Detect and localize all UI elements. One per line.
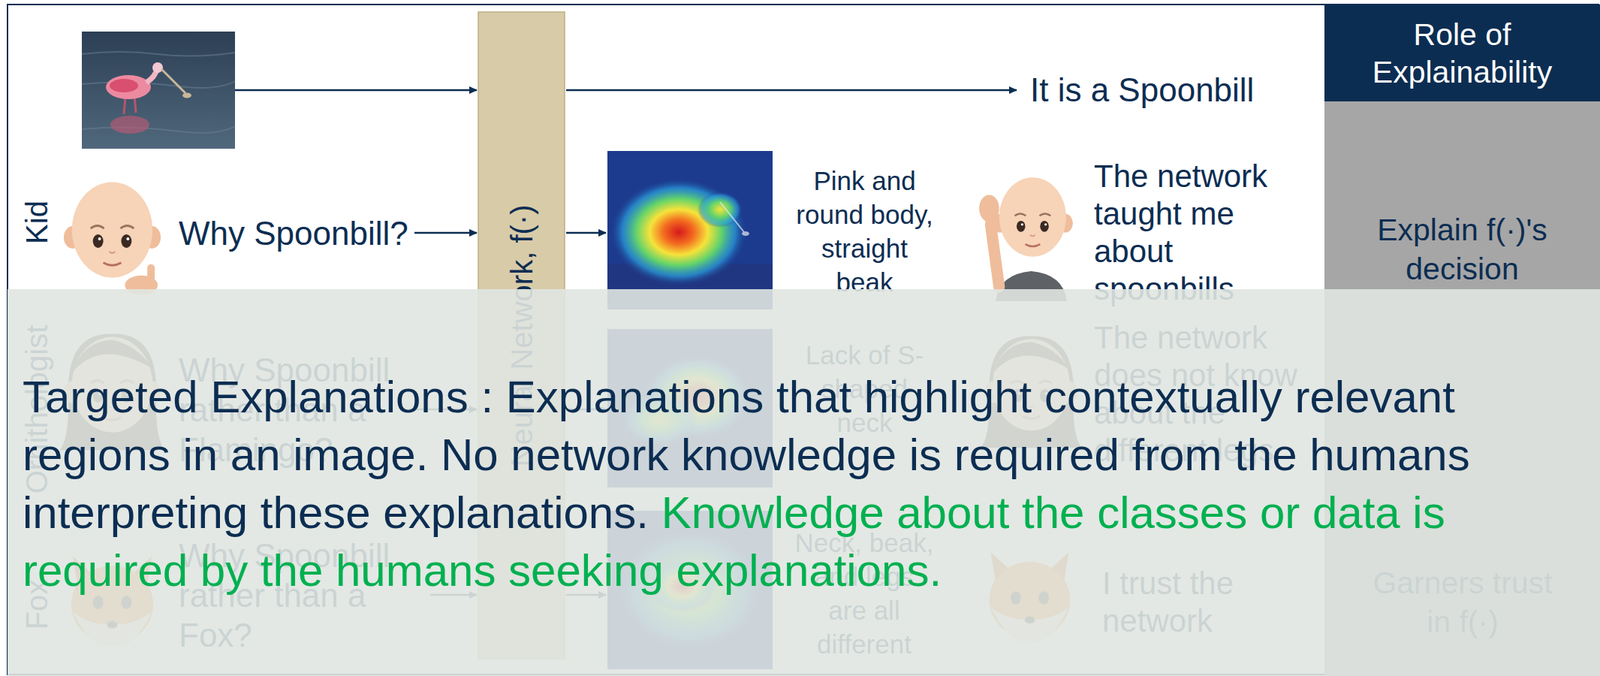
kid-avatar-part <box>63 181 161 295</box>
saliency-heatmap-part-part <box>609 177 748 287</box>
saliency-heatmap <box>607 150 773 310</box>
kid-avatar <box>63 181 161 295</box>
spoonbill-photo-part <box>161 69 186 94</box>
spoonbill-photo-part <box>110 115 150 134</box>
spoonbill-photo-part <box>81 51 236 57</box>
saliency-heatmap-part-part <box>607 150 773 310</box>
flow-arrows-part <box>566 232 606 235</box>
waving-avatar-part <box>979 177 1073 302</box>
flow-arrows-part <box>235 89 477 92</box>
response-text: The network taught me about spoonbills <box>1093 157 1297 308</box>
spoonbill-photo-part <box>182 93 192 99</box>
persona-label: Kid <box>21 200 52 245</box>
waving-avatar <box>979 177 1073 302</box>
saliency-heatmap-part <box>607 150 773 310</box>
kid-avatar-part-part <box>147 264 155 287</box>
spoonbill-photo-part <box>152 62 163 73</box>
spoonbill-photo-part <box>105 75 151 100</box>
spoonbill-photo <box>81 31 236 149</box>
spoonbill-photo-part <box>81 81 236 88</box>
spoonbill-photo-part <box>109 78 139 93</box>
question-text: Why Spoonbill? <box>178 213 412 254</box>
explanation-text: Pink and round body, straight beak <box>791 163 938 299</box>
saliency-heatmap-part-part <box>720 201 745 233</box>
column-header: Role of Explainability <box>1324 4 1600 102</box>
kid-avatar-part-part <box>63 181 161 278</box>
flow-arrows-part <box>566 89 1017 92</box>
spoonbill-photo-part <box>81 126 236 133</box>
waving-avatar-part-part <box>990 223 999 287</box>
header-text: Role of Explainability <box>1336 15 1588 91</box>
waving-avatar-part-part <box>992 177 1073 257</box>
spoonbill-photo-part <box>81 31 236 149</box>
flow-arrows-part <box>414 232 477 235</box>
definition-overlay: Targeted Explanations : Explanations tha… <box>7 289 1600 676</box>
definition-paragraph: Targeted Explanations : Explanations tha… <box>22 367 1585 600</box>
saliency-heatmap-part-part <box>741 231 750 236</box>
prediction-text: It is a Spoonbill <box>1030 69 1316 110</box>
role-text: Explain f(·)'s decision <box>1339 210 1585 289</box>
